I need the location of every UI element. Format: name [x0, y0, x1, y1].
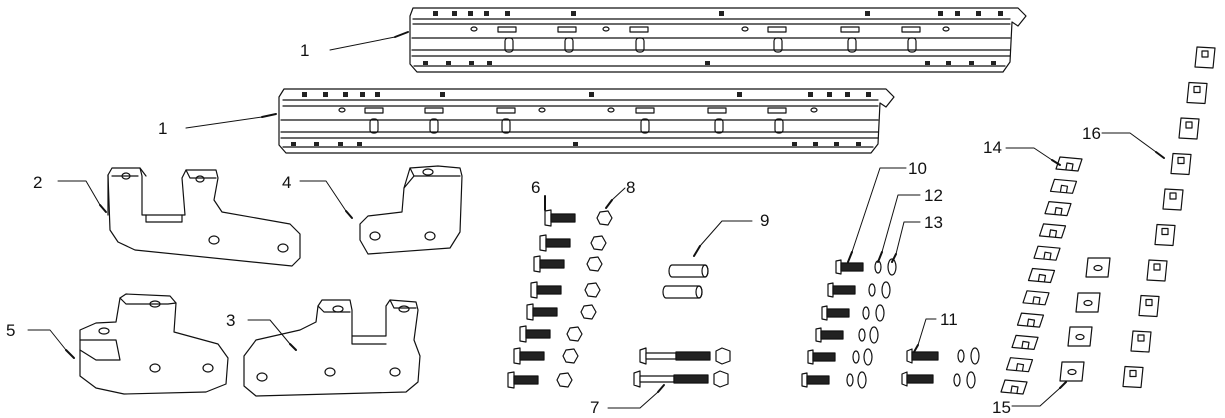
square-shim: [1162, 188, 1184, 211]
square-shim: [1170, 152, 1192, 176]
flat-washer: [857, 371, 867, 389]
square-shim: [1154, 223, 1176, 247]
callout-5: 5: [6, 321, 15, 340]
u-shim: [1049, 178, 1078, 194]
lock-washer: [868, 283, 876, 297]
u-shim: [1044, 201, 1072, 217]
u-shim: [1027, 267, 1056, 284]
u-shim: [1016, 312, 1045, 328]
hex-bolt: [807, 349, 836, 365]
square-plate-column: [1059, 257, 1111, 382]
callout-11: 11: [940, 310, 958, 329]
callout-16: 16: [1082, 124, 1101, 143]
washer-columns: [846, 258, 897, 389]
flat-washer: [887, 258, 897, 276]
hex-nut: [596, 210, 613, 226]
callout-12: 12: [924, 186, 943, 205]
bracket-c: [359, 165, 463, 255]
callout-1-top: 1: [300, 41, 309, 60]
hex-bolt: [835, 259, 864, 275]
hex-nut: [562, 348, 579, 364]
lock-washer: [858, 328, 866, 342]
u-shim: [1038, 223, 1067, 239]
bracket-a: [107, 167, 301, 267]
bolt-medium-column: [801, 259, 864, 388]
carriage-bolt: [526, 303, 558, 321]
carriage-bolt: [519, 325, 551, 343]
bracket-d: [79, 293, 229, 395]
callout-1-bottom: 1: [158, 119, 167, 138]
spacer: [662, 264, 709, 299]
flat-washer: [863, 348, 873, 366]
u-shim: [1005, 357, 1034, 373]
carriage-bolt: [544, 209, 576, 227]
hex-nut: [566, 326, 583, 342]
callout-13: 13: [924, 213, 943, 232]
bolt-long: [633, 347, 731, 388]
carriage-bolt: [533, 255, 565, 273]
nut-small-column: [556, 210, 613, 388]
square-plate: [1085, 257, 1111, 278]
lock-washer: [852, 350, 860, 364]
callout-7: 7: [590, 398, 599, 417]
hex-bolt: [815, 327, 844, 343]
square-plate: [1059, 361, 1085, 382]
callout-10: 10: [908, 159, 927, 178]
hex-nut: [590, 235, 607, 251]
square-shim: [1130, 330, 1152, 353]
square-shim-column: [1122, 46, 1216, 389]
u-shim: [1000, 379, 1028, 395]
callout-9: 9: [760, 211, 769, 230]
callout-4: 4: [282, 173, 291, 192]
shim-u-column: [1000, 156, 1083, 395]
u-shim: [1055, 156, 1083, 172]
flat-washer: [881, 281, 891, 299]
carriage-bolt: [539, 234, 571, 252]
square-plate: [1075, 292, 1101, 313]
lock-washer: [862, 306, 870, 320]
rail-top: [409, 7, 1027, 73]
hex-bolt: [827, 282, 856, 298]
lock-washer: [846, 373, 854, 387]
carriage-bolt: [513, 347, 545, 365]
carriage-bolt: [507, 371, 539, 389]
square-shim: [1146, 259, 1168, 282]
hex-nut: [586, 256, 603, 272]
callout-3: 3: [226, 311, 235, 330]
rail-bottom: [278, 88, 895, 154]
square-plate: [1067, 326, 1093, 347]
flat-washer: [875, 304, 885, 322]
hex-bolt: [821, 305, 850, 321]
hex-bolt: [801, 372, 830, 388]
callout-14: 14: [983, 138, 1002, 157]
hex-nut: [556, 372, 573, 388]
bracket-b: [243, 299, 421, 397]
callout-6: 6: [531, 178, 540, 197]
u-shim: [1022, 290, 1050, 306]
square-shim: [1138, 294, 1160, 318]
callout-15: 15: [992, 398, 1011, 417]
leader-lines: [27, 31, 1165, 409]
square-shim: [1194, 46, 1216, 69]
carriage-bolt: [530, 281, 562, 299]
bolt-medium-b: [901, 347, 980, 389]
square-shim: [1178, 117, 1200, 140]
u-shim: [1011, 334, 1039, 350]
u-shim: [1033, 245, 1061, 261]
square-shim: [1122, 365, 1144, 389]
bolt-short-column: [507, 209, 576, 389]
callout-2: 2: [33, 173, 42, 192]
square-shim: [1186, 81, 1208, 105]
callout-8: 8: [626, 178, 635, 197]
hex-nut: [584, 282, 601, 298]
flat-washer: [869, 326, 879, 344]
hex-nut: [580, 304, 597, 320]
